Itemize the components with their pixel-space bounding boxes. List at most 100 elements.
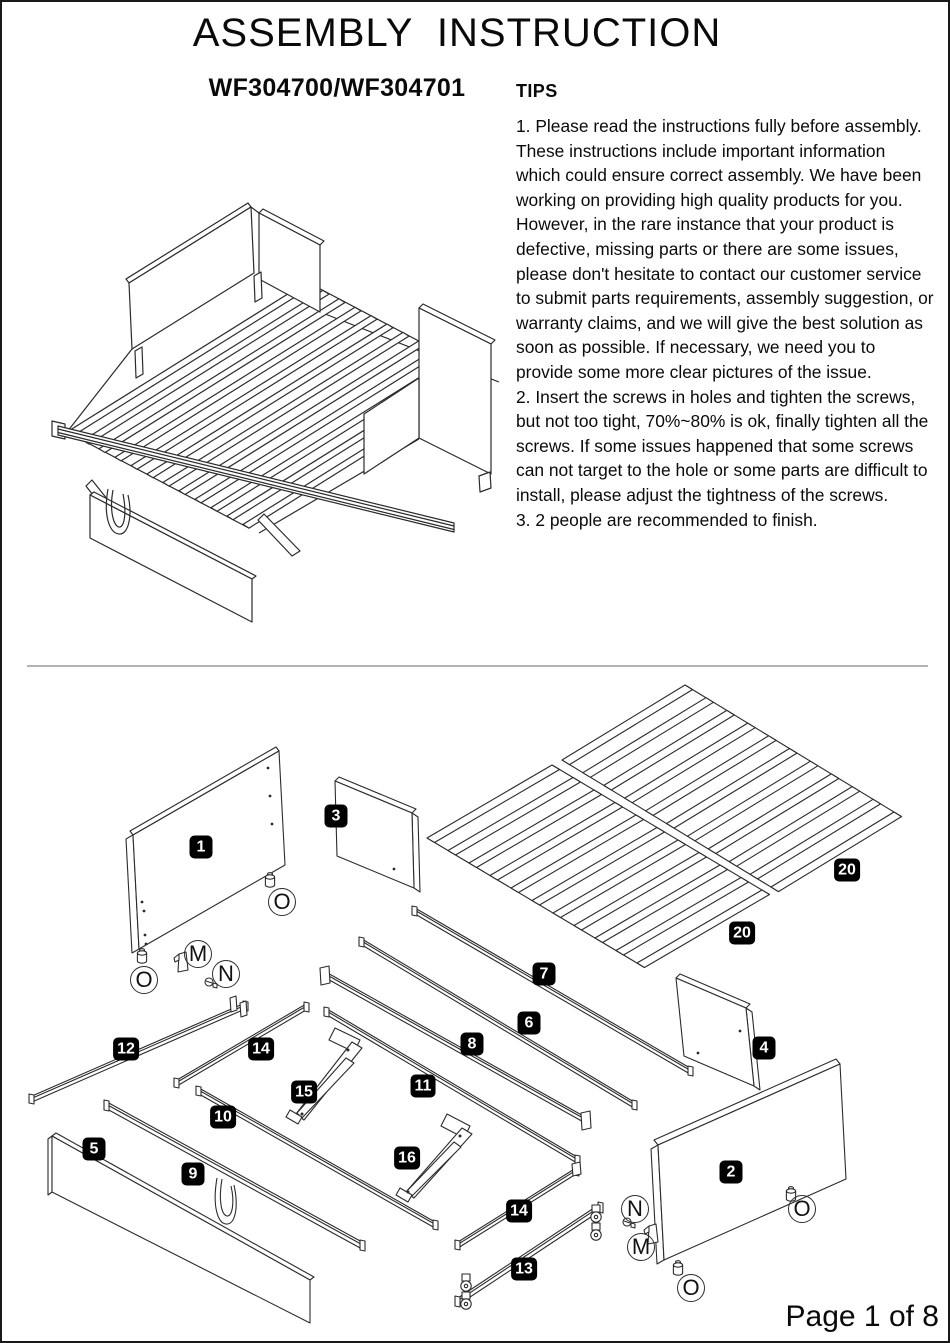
bracket-icon — [173, 953, 180, 963]
rail-endcap — [323, 1006, 330, 1018]
rail-endcap — [411, 905, 418, 917]
part-5-panel — [51, 1135, 311, 1324]
rail-line — [326, 1010, 578, 1160]
hardware-label-o2: O — [268, 888, 296, 916]
part-20-slat — [468, 789, 603, 869]
part-20-slat — [770, 811, 903, 893]
rail-endcap — [432, 1219, 439, 1231]
part-label-16: 16 — [394, 1146, 420, 1170]
rail-endcap — [454, 1239, 461, 1251]
pull-strap — [105, 488, 131, 535]
hardware-label-o1: O — [130, 966, 158, 994]
part-3-panel — [334, 780, 415, 889]
part-4-holes — [696, 1029, 742, 1055]
part-20-slat — [624, 722, 756, 804]
assembled-bed-drawing — [51, 202, 500, 623]
part-20-slat — [636, 889, 771, 969]
part-20-slat — [594, 864, 729, 944]
part-label-10: 10 — [210, 1105, 236, 1129]
hardware-icons — [136, 872, 797, 1310]
part-label-14b: 14 — [506, 1199, 532, 1223]
caster-leg — [461, 1273, 471, 1282]
leg-bushing — [136, 960, 148, 964]
part-label-3: 3 — [324, 804, 348, 828]
leg-bushing — [672, 1272, 684, 1276]
part-label-9: 9 — [181, 1162, 205, 1186]
bed-slat-edge — [66, 431, 250, 529]
bed-slat — [82, 289, 330, 445]
slat-packs — [426, 684, 903, 969]
rail-8-bracket — [319, 965, 331, 986]
part-rail-8 — [323, 970, 588, 1125]
leg-bushing — [672, 1262, 684, 1268]
section-divider — [27, 665, 928, 667]
part-20-slat — [728, 786, 861, 867]
rails — [28, 905, 694, 1308]
rail-14-bracket — [571, 1161, 582, 1177]
rail-line — [323, 972, 588, 1121]
page-title: ASSEMBLY INSTRUCTION — [192, 11, 722, 55]
panel-corner-edge — [250, 206, 260, 214]
center-beam-line — [57, 431, 455, 531]
part-rail-6 — [361, 938, 635, 1109]
caster-wheel-hub — [593, 1232, 599, 1238]
part-label-12: 12 — [113, 1037, 139, 1061]
rail-endcap — [687, 1065, 694, 1077]
caster-wheel-hub — [463, 1301, 469, 1307]
rail-line — [176, 1005, 307, 1083]
hardware-label-o3: O — [677, 1274, 705, 1302]
part-label-20a: 20 — [834, 858, 860, 882]
bed-slat — [146, 323, 394, 479]
part-20-slat — [489, 801, 624, 881]
part-16-folding-leg — [395, 1113, 473, 1203]
cam-screw-icon — [623, 1220, 631, 1224]
part-2-side-panel — [657, 1063, 847, 1261]
part-20-slat — [686, 760, 819, 842]
rail-endcap — [359, 1239, 366, 1252]
part-label-15: 15 — [291, 1080, 317, 1104]
caster-leg — [461, 1291, 471, 1300]
part-5-side-edge — [47, 1135, 53, 1196]
part-20-slat — [531, 826, 666, 906]
part-label-2: 2 — [719, 1160, 743, 1184]
part-label-13: 13 — [511, 1257, 537, 1281]
model-number: WF304700/WF304701 — [208, 74, 466, 102]
rail-line — [361, 940, 635, 1105]
rail-12-hook — [229, 995, 238, 1013]
part-9-strap-inner — [219, 1178, 234, 1217]
tip-item-3: 3. 2 people are recommended to finish. — [516, 509, 818, 530]
hardware-label-n1: N — [212, 960, 240, 988]
part-1-holes — [140, 766, 274, 946]
part-9-strap — [214, 1177, 237, 1225]
folding-brace — [257, 513, 301, 557]
trundle-front-board — [89, 494, 253, 623]
part-label-20b: 20 — [729, 921, 755, 945]
leg-bushing — [785, 1188, 797, 1194]
rail-endcap — [454, 1295, 461, 1308]
tip-item-1: 1. Please read the instructions fully be… — [516, 116, 934, 382]
rail-line — [106, 1104, 363, 1246]
rail-endcap — [358, 936, 365, 948]
pull-strap-inner — [110, 489, 126, 528]
back-right-panel — [258, 212, 321, 313]
arm-foot — [478, 471, 492, 493]
hardware-label-n2: N — [621, 1195, 649, 1223]
bed-slat — [114, 306, 362, 462]
rail-endcap — [103, 1099, 110, 1112]
tips-heading: TIPS — [516, 81, 558, 101]
part-label-11: 11 — [410, 1074, 436, 1098]
caster-wheel-hub — [593, 1214, 599, 1220]
bed-frame-edge — [66, 348, 133, 433]
back-left-panel — [128, 206, 255, 350]
part-label-1: 1 — [189, 835, 213, 859]
rail-line — [198, 1089, 436, 1225]
rail-8-bracket — [580, 1110, 592, 1131]
panel-post — [134, 346, 144, 379]
part-20-slat — [665, 747, 798, 829]
caster-leg — [591, 1204, 601, 1213]
right-arm-inner-panel — [363, 377, 420, 475]
leg-bushing — [264, 884, 276, 888]
rail-endcap — [195, 1085, 202, 1097]
rail-line — [457, 1206, 601, 1302]
